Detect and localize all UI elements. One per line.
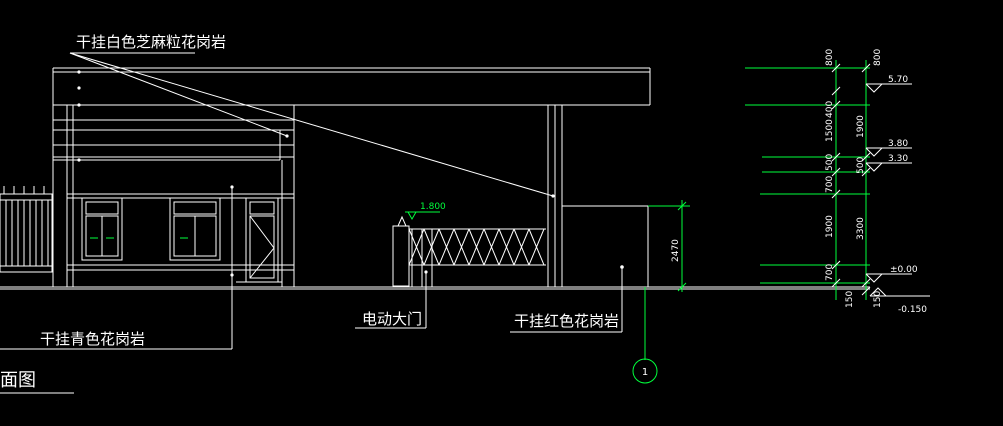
canopy-roof (53, 67, 651, 287)
level-0-00: ±0.00 (890, 265, 918, 275)
electric-gate (392, 215, 546, 287)
level-3-30: 3.30 (888, 154, 908, 164)
dim-right-500: 500 (856, 157, 866, 174)
dim-right-800: 800 (873, 49, 883, 66)
level-3-80: 3.80 (888, 139, 908, 149)
label-red-granite: 干挂红色花岗岩 (514, 312, 619, 330)
dim-left-700b: 700 (825, 264, 835, 281)
view-title: 面图 (0, 370, 36, 391)
gate-height-text: 2470 (671, 239, 681, 262)
dim-right-3300: 3300 (856, 217, 866, 240)
dim-left-500: 500 (825, 154, 835, 171)
label-white-granite: 干挂白色芝麻粒花岗岩 (76, 33, 226, 51)
leader-dots (77, 70, 624, 277)
leader-lines (0, 52, 623, 394)
dim-right-150: 150 (873, 291, 883, 308)
level-5-70: 5.70 (888, 75, 908, 85)
gate-height-dimension (644, 200, 690, 360)
ground-line (0, 286, 870, 290)
grid-axis-number: 1 (642, 367, 648, 378)
dim-left-400: 400 (825, 101, 835, 118)
dim-right-1900: 1900 (856, 115, 866, 138)
label-green-granite: 干挂青色花岗岩 (40, 330, 145, 348)
guardhouse (52, 68, 295, 287)
dim-left-800: 800 (825, 49, 835, 66)
dim-left-1900: 1900 (825, 215, 835, 238)
dim-left-150: 150 (845, 291, 855, 308)
label-electric-gate: 电动大门 (362, 310, 422, 328)
dimension-chain-right-ticks (861, 63, 871, 296)
dim-left-1500: 1500 (825, 119, 835, 142)
gate-level-text: 1.800 (420, 202, 446, 212)
gate-level-mark (405, 211, 440, 221)
level-symbols (865, 83, 930, 297)
dim-left-700a: 700 (825, 176, 835, 193)
level-minus-0-150: -0.150 (898, 305, 927, 315)
dimension-chain-left (745, 60, 870, 300)
left-fence (0, 186, 53, 273)
grid-axis-bubble (632, 358, 658, 384)
dimension-chain-left-ticks (831, 63, 841, 288)
